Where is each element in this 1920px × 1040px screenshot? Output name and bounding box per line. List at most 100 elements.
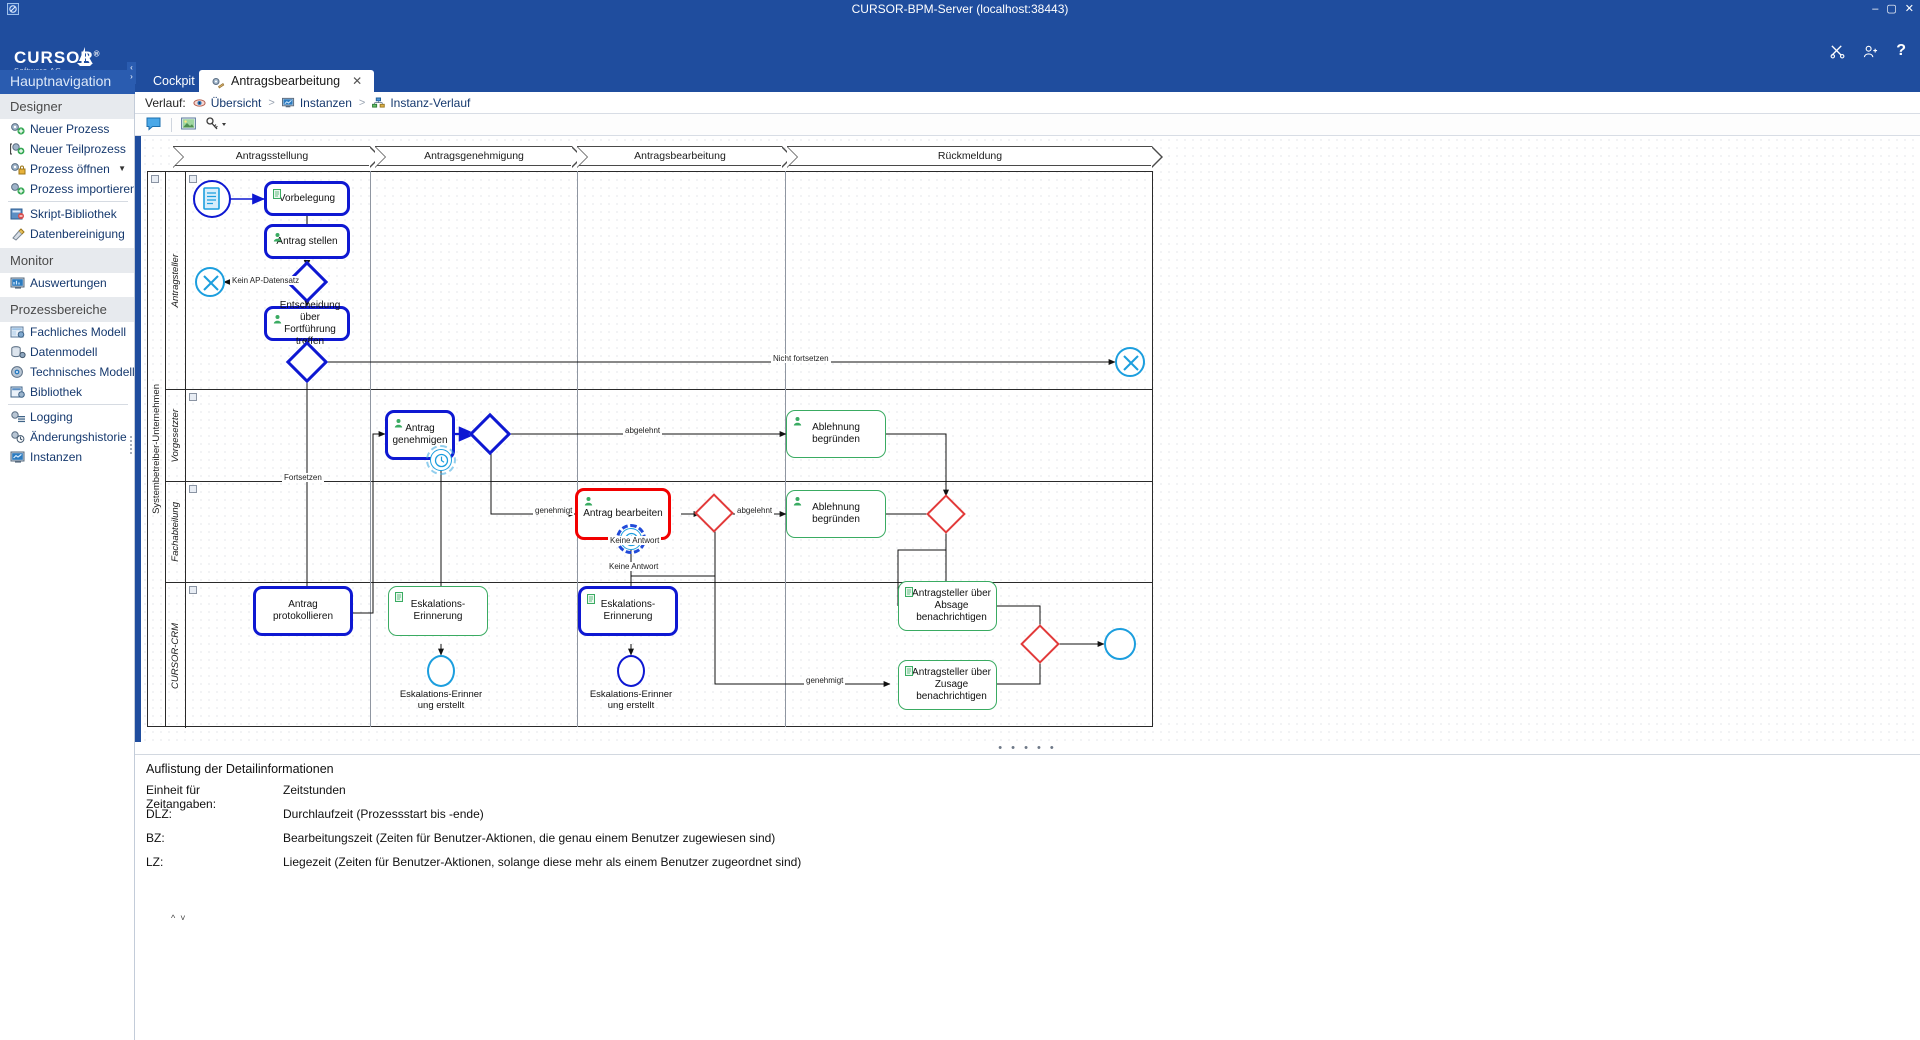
sailboat-icon — [76, 46, 94, 70]
sidebar-item-fachliches-modell[interactable]: Fachliches Modell — [0, 322, 134, 342]
data-cleanup-icon — [10, 227, 26, 241]
canvas-left-rail — [135, 136, 141, 746]
task-antragsteller-absage[interactable]: Antragsteller über Absage benachrichtige… — [898, 581, 997, 631]
sidebar-item-datenmodell[interactable]: Datenmodell — [0, 342, 134, 362]
timer-boundary-event-genehmigen[interactable] — [426, 445, 456, 475]
task-label: Ablehnung begründen — [812, 422, 860, 445]
maximize-button[interactable]: ▢ — [1886, 3, 1897, 15]
sidebar-item-skript-bibliothek[interactable]: Skript-Bibliothek — [0, 204, 134, 224]
breadcrumb-separator: > — [268, 96, 275, 109]
task-ablehnung-begruenden-1[interactable]: Ablehnung begründen — [786, 410, 886, 458]
lane-collapse-toggle[interactable] — [189, 586, 197, 594]
breadcrumb-item-instanzen[interactable]: Instanzen — [281, 95, 352, 110]
app-icon — [6, 2, 20, 16]
sidebar-item-bibliothek[interactable]: Bibliothek — [0, 382, 134, 402]
flow-label-genehmigt-2: genehmigt — [804, 676, 846, 685]
sidebar-item-instanzen[interactable]: Instanzen — [0, 447, 134, 467]
detail-row-value: Zeitstunden — [283, 783, 346, 797]
tab-cockpit[interactable]: Cockpit — [141, 70, 207, 92]
script-task-icon — [273, 189, 282, 199]
task-entscheidung-fortfuehrung[interactable]: Entscheidung über Fortführung treffen — [264, 300, 350, 347]
start-event[interactable] — [193, 180, 231, 218]
sidebar-item-prozess-oeffnen[interactable]: Prozess öffnen ▼ — [0, 159, 134, 179]
pool-label: Systembetreiber-Unternehmen — [148, 172, 166, 726]
detail-row-value: Durchlaufzeit (Prozessstart bis -ende) — [283, 807, 484, 821]
panel-collapse-controls[interactable]: ^ ˅ — [171, 913, 186, 923]
task-eskalations-erinnerung-2[interactable]: Eskalations-Erinnerung — [578, 586, 678, 636]
panel-splitter[interactable]: • • • • • — [135, 742, 1920, 754]
task-label: Antragsteller über Zusage benachrichtige… — [912, 667, 991, 702]
task-ablehnung-begruenden-2[interactable]: Ablehnung begründen — [786, 490, 886, 538]
pool-collapse-toggle[interactable] — [151, 175, 159, 183]
phase-guide-1 — [370, 171, 371, 727]
task-antrag-protokollieren[interactable]: Antrag protokollieren — [253, 586, 353, 636]
picture-icon[interactable] — [181, 117, 197, 133]
flow-label-kein-ap: Kein AP-Datensatz — [230, 276, 302, 285]
end-event-eskalation-2[interactable] — [617, 655, 645, 687]
user-task-icon — [793, 416, 802, 426]
speech-bubble-icon[interactable] — [146, 117, 162, 133]
breadcrumb-item-label: Instanzen — [299, 95, 352, 110]
tab-antragsbearbeitung[interactable]: Antragsbearbeitung ✕ — [199, 70, 375, 92]
tab-close-icon[interactable]: ✕ — [352, 74, 363, 88]
logging-icon — [10, 410, 26, 424]
task-vorbelegung[interactable]: Vorbelegung — [264, 181, 350, 216]
instance-history-icon — [372, 97, 386, 109]
diagram-toolbar — [135, 114, 1920, 136]
breadcrumb-item-label: Übersicht — [210, 95, 262, 110]
sidebar-item-auswertungen[interactable]: Auswertungen — [0, 273, 134, 293]
end-event-eskalation-1[interactable] — [427, 655, 455, 687]
sidebar-item-neuer-teilprozess[interactable]: Neuer Teilprozess — [0, 139, 134, 159]
lane-collapse-toggle[interactable] — [189, 393, 197, 401]
sidebar-resize-grip[interactable] — [128, 430, 134, 460]
phase-label: Antragsstellung — [235, 150, 309, 162]
phase-guide-2 — [577, 171, 578, 727]
lane-antragsteller[interactable]: Antragsteller — [166, 172, 1152, 390]
task-label: Eskalations-Erinnerung — [410, 599, 466, 622]
end-event-nicht-fortsetzen[interactable] — [1115, 347, 1145, 377]
sidebar-item-aenderungshistorie[interactable]: Änderungshistorie — [0, 427, 134, 447]
detail-row-key: Einheit für Zeitangaben: — [146, 783, 217, 811]
sidebar-item-label: Fachliches Modell — [30, 325, 127, 339]
end-event-final[interactable] — [1104, 628, 1136, 660]
sidebar-group-monitor: Monitor — [0, 248, 134, 273]
task-antrag-genehmigen[interactable]: Antrag genehmigen — [385, 410, 455, 460]
key-icon[interactable] — [206, 116, 228, 133]
minimize-button[interactable]: – — [1872, 3, 1879, 15]
lane-collapse-toggle[interactable] — [189, 175, 197, 183]
library-icon — [10, 385, 26, 399]
user-icon[interactable] — [1863, 44, 1878, 63]
tools-icon[interactable] — [1830, 44, 1845, 63]
flow-label-fortsetzen: Fortsetzen — [282, 473, 324, 482]
splitter-grip: • • • • • — [998, 742, 1057, 754]
sidebar-item-neuer-prozess[interactable]: Neuer Prozess — [0, 119, 134, 139]
sidebar-collapse-toggle[interactable]: ‹› — [127, 62, 136, 84]
process-tab-icon — [211, 75, 225, 89]
flow-label-nicht-fortsetzen: Nicht fortsetzen — [771, 354, 831, 363]
chevron-down-icon[interactable]: ▼ — [118, 164, 126, 173]
lane-vorgesetzter[interactable]: Vorgesetzter — [166, 390, 1152, 482]
window-title: CURSOR-BPM-Server (localhost:38443) — [851, 2, 1069, 16]
breadcrumb-item-uebersicht[interactable]: Übersicht — [193, 95, 262, 110]
sidebar-item-datenbereinigung[interactable]: Datenbereinigung — [0, 224, 134, 244]
help-icon[interactable]: ? — [1896, 42, 1906, 59]
lane-label: Fachabteilung — [166, 482, 186, 582]
sidebar-header: Hauptnavigation — [0, 70, 135, 94]
sidebar-item-prozess-importieren[interactable]: Prozess importieren — [0, 179, 134, 199]
task-antrag-stellen[interactable]: Antrag stellen — [264, 224, 350, 259]
script-task-icon — [905, 587, 914, 597]
task-eskalations-erinnerung-1[interactable]: Eskalations-Erinnerung — [388, 586, 488, 636]
lane-collapse-toggle[interactable] — [189, 485, 197, 493]
sidebar-item-technisches-modell[interactable]: Technisches Modell — [0, 362, 134, 382]
collapse-up-icon[interactable]: ^ — [171, 913, 176, 923]
process-diagram-canvas[interactable]: Antragsstellung Antragsgenehmigung Antra… — [135, 136, 1920, 746]
brand-bar: CURSOR® Software AG ? — [0, 18, 1920, 75]
breadcrumb-item-instanz-verlauf[interactable]: Instanz-Verlauf — [372, 96, 470, 110]
end-event-kein-ap[interactable] — [195, 267, 225, 297]
sidebar-item-logging[interactable]: Logging — [0, 407, 134, 427]
lane-cursor-crm[interactable]: CURSOR-CRM — [166, 583, 1152, 728]
close-button[interactable]: ✕ — [1904, 3, 1914, 15]
reports-icon — [10, 276, 26, 290]
task-antragsteller-zusage[interactable]: Antragsteller über Zusage benachrichtige… — [898, 660, 997, 710]
collapse-down-icon[interactable]: ˅ — [180, 913, 186, 923]
